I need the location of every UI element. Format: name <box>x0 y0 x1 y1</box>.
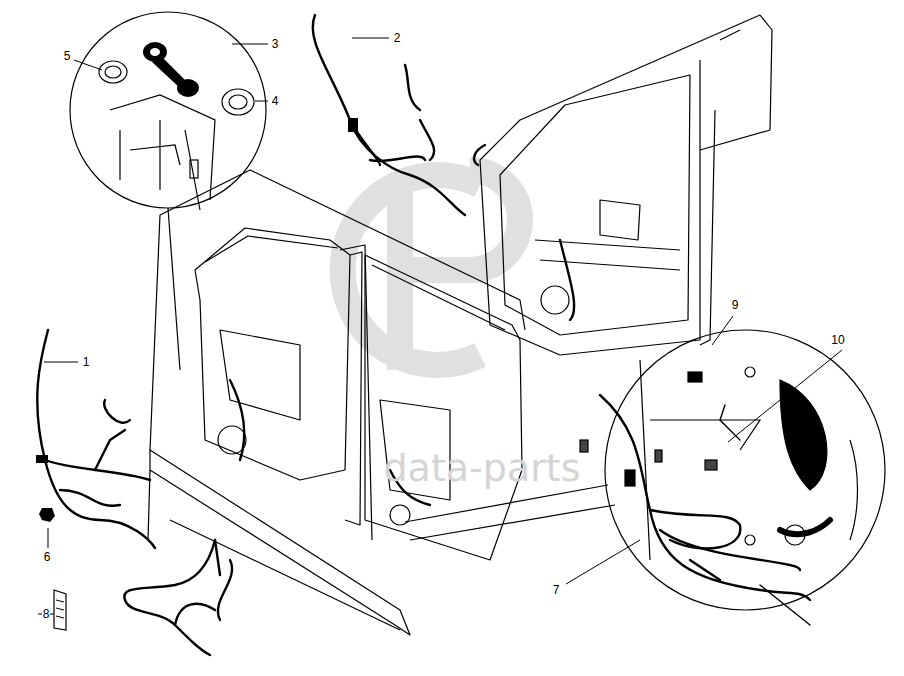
watermark: data-parts <box>383 448 580 488</box>
callout-number: 7 <box>552 583 561 597</box>
callout-number: 1 <box>82 355 91 369</box>
leader-lines <box>38 38 842 614</box>
callout-number: 9 <box>731 298 740 312</box>
zoom-circles <box>70 12 885 610</box>
callout-number: 4 <box>271 94 280 108</box>
grommet <box>143 42 199 97</box>
callout-number: 5 <box>63 49 72 63</box>
zoom-right-detail <box>580 360 858 560</box>
callout-number: 6 <box>43 550 52 564</box>
callout-number: 3 <box>271 37 280 51</box>
callout-number: 2 <box>393 31 402 45</box>
body-structure <box>148 15 772 635</box>
wiring-harness <box>37 15 830 655</box>
callout-number: 10 <box>830 333 845 347</box>
parts-small <box>36 118 358 630</box>
watermark-logo <box>343 170 520 370</box>
callout-number: 8 <box>42 607 51 621</box>
